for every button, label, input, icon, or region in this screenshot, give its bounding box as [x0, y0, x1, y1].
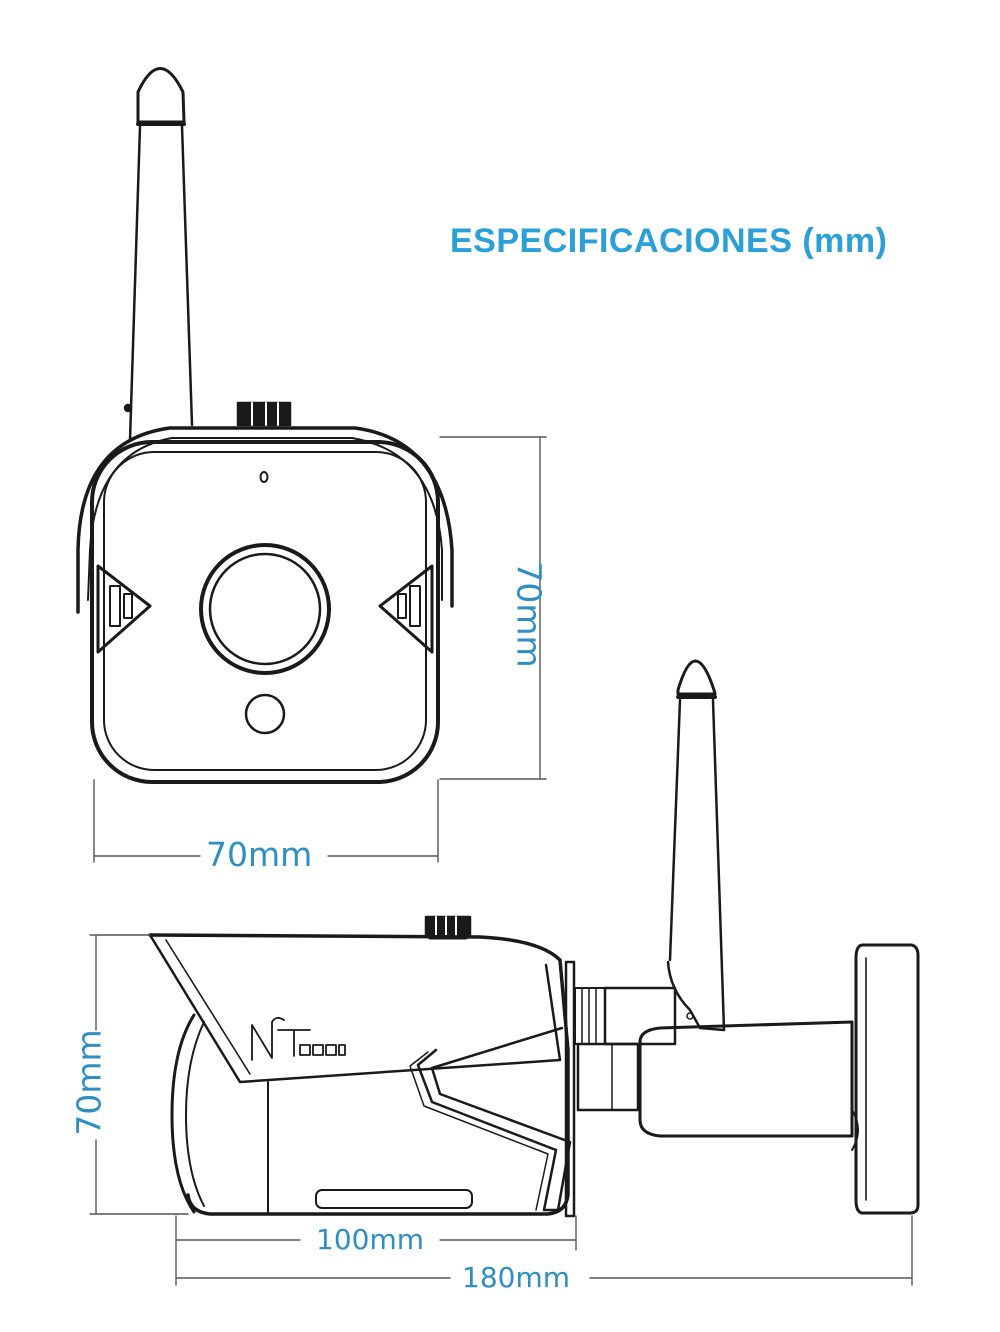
- side-wall-base: [854, 943, 920, 1215]
- front-sensor: [244, 693, 286, 735]
- front-indicator: [259, 471, 269, 483]
- dimension-lines: [89, 436, 913, 1286]
- front-view: [76, 67, 454, 784]
- side-view: [148, 659, 920, 1218]
- side-antenna: [666, 659, 726, 1032]
- front-hood: [76, 426, 454, 614]
- side-connector: [574, 986, 677, 1112]
- side-mount-arm: [638, 1020, 854, 1138]
- front-width-label: 70mm: [206, 835, 313, 874]
- body-length-label: 100mm: [316, 1223, 424, 1256]
- front-lens-inner: [208, 552, 322, 666]
- front-top-knob: [236, 401, 292, 427]
- front-right-bracket: [378, 564, 434, 654]
- front-left-bracket: [96, 564, 152, 654]
- side-top-knob: [424, 915, 472, 940]
- spec-title: ESPECIFICACIONES (mm): [450, 222, 888, 260]
- side-bracket: [416, 1026, 572, 1212]
- brand-logo: [251, 1017, 346, 1061]
- front-lens-outer: [199, 543, 331, 675]
- side-lens-ring: [170, 1013, 196, 1214]
- side-bottom-slot: [315, 1189, 473, 1209]
- front-antenna: [123, 67, 194, 442]
- front-housing: [90, 440, 440, 784]
- front-height-label: 70mm: [509, 561, 549, 668]
- side-back-plate: [564, 960, 576, 1218]
- total-length-label: 180mm: [462, 1261, 570, 1294]
- side-height-label: 70mm: [69, 1029, 109, 1136]
